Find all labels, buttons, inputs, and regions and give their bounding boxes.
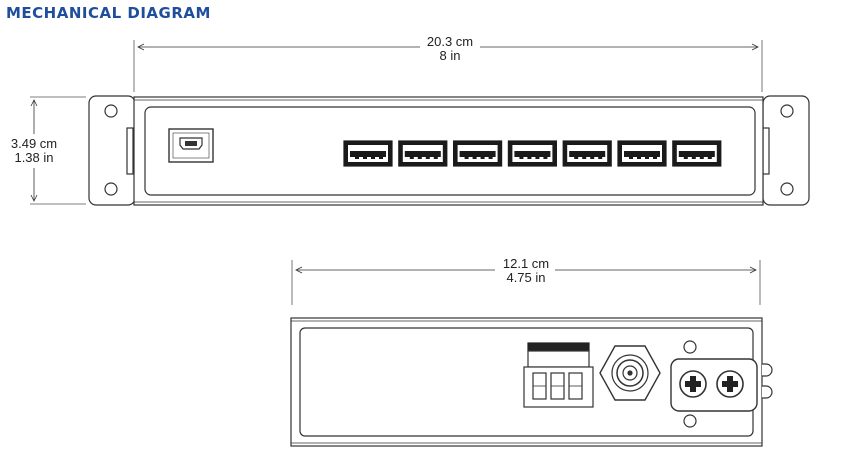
usb-a-port-row — [343, 140, 722, 167]
usb-a-port-icon — [343, 140, 393, 167]
mounting-hole-icon — [683, 414, 697, 428]
screw-terminal-icon — [679, 370, 707, 398]
usb-a-port-icon — [398, 140, 448, 167]
mounting-hole-icon — [104, 182, 118, 196]
mounting-hole-icon — [780, 182, 794, 196]
usb-b-port-icon — [168, 128, 214, 163]
usb-a-port-icon — [672, 140, 722, 167]
side-knobs — [762, 363, 773, 399]
terminal-block-icon — [523, 342, 594, 408]
power-jack-icon — [599, 345, 661, 401]
page-title: MECHANICAL DIAGRAM — [6, 4, 211, 22]
width-cm-label: 20.3 cm — [427, 34, 473, 49]
right-mounting-bracket — [762, 95, 810, 206]
side-width-cm-label: 12.1 cm — [503, 256, 549, 271]
mounting-hole-icon — [780, 104, 794, 118]
mounting-hole-icon — [104, 104, 118, 118]
height-cm-label: 3.49 cm — [11, 136, 57, 151]
mounting-hole-icon — [683, 340, 697, 354]
usb-a-port-icon — [507, 140, 557, 167]
left-mounting-bracket — [88, 95, 136, 206]
side-width-in-label: 4.75 in — [506, 270, 545, 285]
usb-a-port-icon — [617, 140, 667, 167]
front-view: 20.3 cm 8 in 3.49 cm 1.38 in — [11, 34, 810, 206]
front-panel — [144, 106, 756, 196]
side-view: 12.1 cm 4.75 in — [290, 256, 773, 447]
screw-terminal-plate — [670, 358, 758, 412]
side-width-dimension — [291, 260, 761, 305]
usb-a-port-icon — [453, 140, 503, 167]
screw-terminal-icon — [716, 370, 744, 398]
height-in-label: 1.38 in — [14, 150, 53, 165]
width-dimension — [133, 40, 763, 92]
height-dimension — [30, 96, 86, 205]
width-in-label: 8 in — [440, 48, 461, 63]
usb-a-port-icon — [562, 140, 612, 167]
